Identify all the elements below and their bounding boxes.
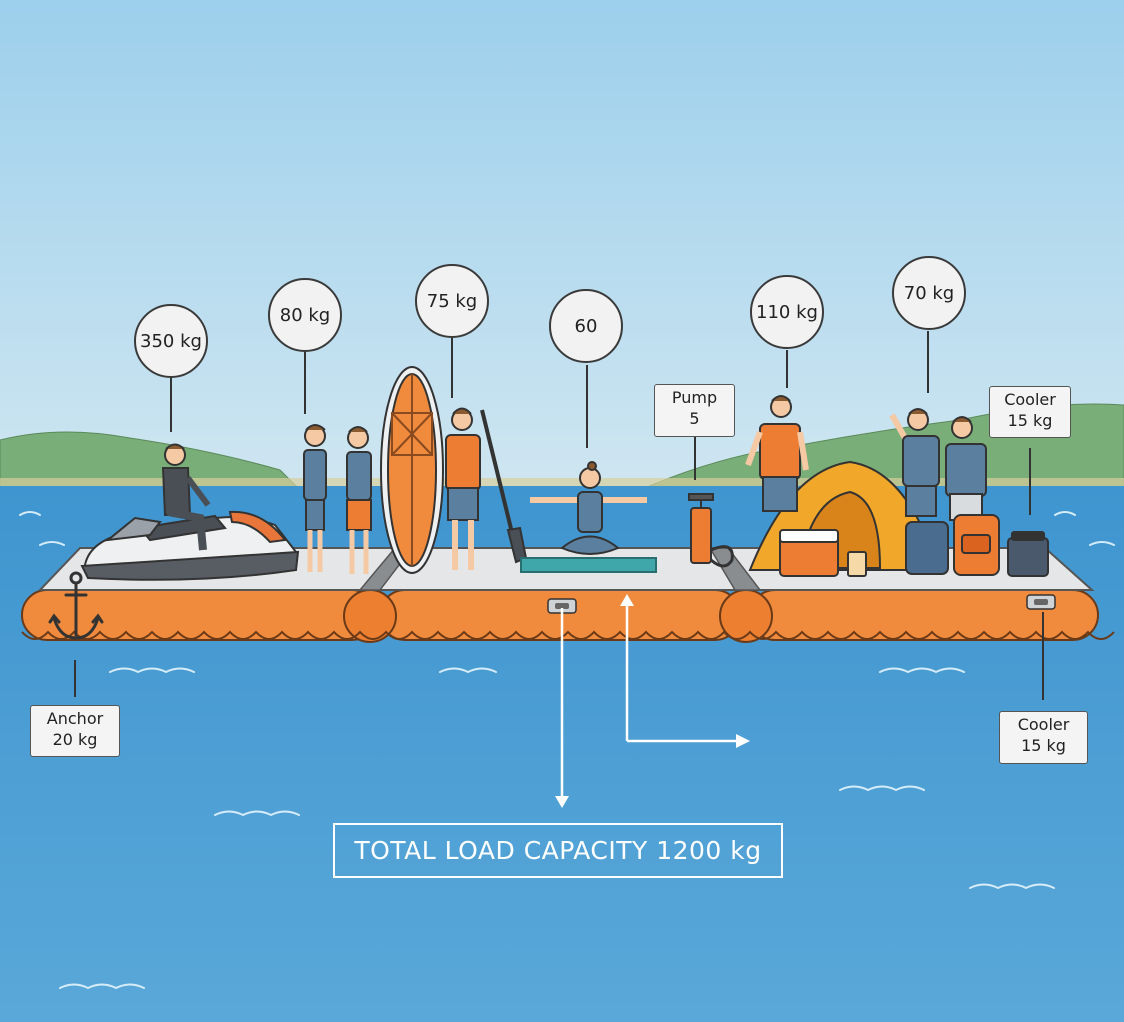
person-orange-shorts (346, 426, 372, 574)
cooler-tag-top: Cooler 15 kg (989, 386, 1071, 438)
cooler-tag-bottom: Cooler 15 kg (999, 711, 1088, 764)
pump-tag-value: 5 (689, 409, 700, 428)
weight-bubble-person-vest: 80 kg (268, 278, 342, 352)
person-group-left (889, 408, 940, 517)
jet-ski (80, 510, 300, 581)
cooler-orange (779, 529, 867, 577)
total-load-capacity-label: TOTAL LOAD CAPACITY 1200 kg (333, 823, 783, 878)
pump (688, 493, 734, 568)
person-vest (303, 424, 327, 572)
anchor-tag: Anchor 20 kg (30, 705, 120, 757)
weight-bubble-person-yoga: 60 (549, 289, 623, 363)
weight-bubble-person-tent: 110 kg (750, 275, 824, 349)
cooler-tag-bottom-value: 15 kg (1021, 736, 1066, 755)
load-arrows (555, 594, 750, 808)
weight-bubble-person-group: 70 kg (892, 256, 966, 330)
person-tent (745, 395, 809, 512)
paddleboard (380, 366, 444, 574)
person-yoga (520, 461, 657, 573)
anchor-tag-name: Anchor (46, 709, 104, 728)
leader-lines (74, 331, 1044, 700)
jet-ski-rider (161, 443, 211, 551)
person-paddle (445, 407, 528, 570)
anchor-icon (48, 571, 104, 640)
cooler-right (1007, 531, 1049, 577)
weight-bubble-person-paddle: 75 kg (415, 264, 489, 338)
water-ripples (19, 511, 1115, 990)
sky (0, 0, 1124, 490)
pump-tag: Pump 5 (654, 384, 735, 437)
anchor-tag-value: 20 kg (52, 730, 98, 749)
cooler-tag-top-value: 15 kg (1007, 411, 1053, 430)
cooler-tag-bottom-name: Cooler (1017, 715, 1070, 734)
backpacks (905, 514, 1000, 576)
cooler-tag-top-name: Cooler (1004, 390, 1056, 409)
weight-bubble-jetski: 350 kg (134, 304, 208, 378)
pump-tag-name: Pump (671, 388, 718, 407)
